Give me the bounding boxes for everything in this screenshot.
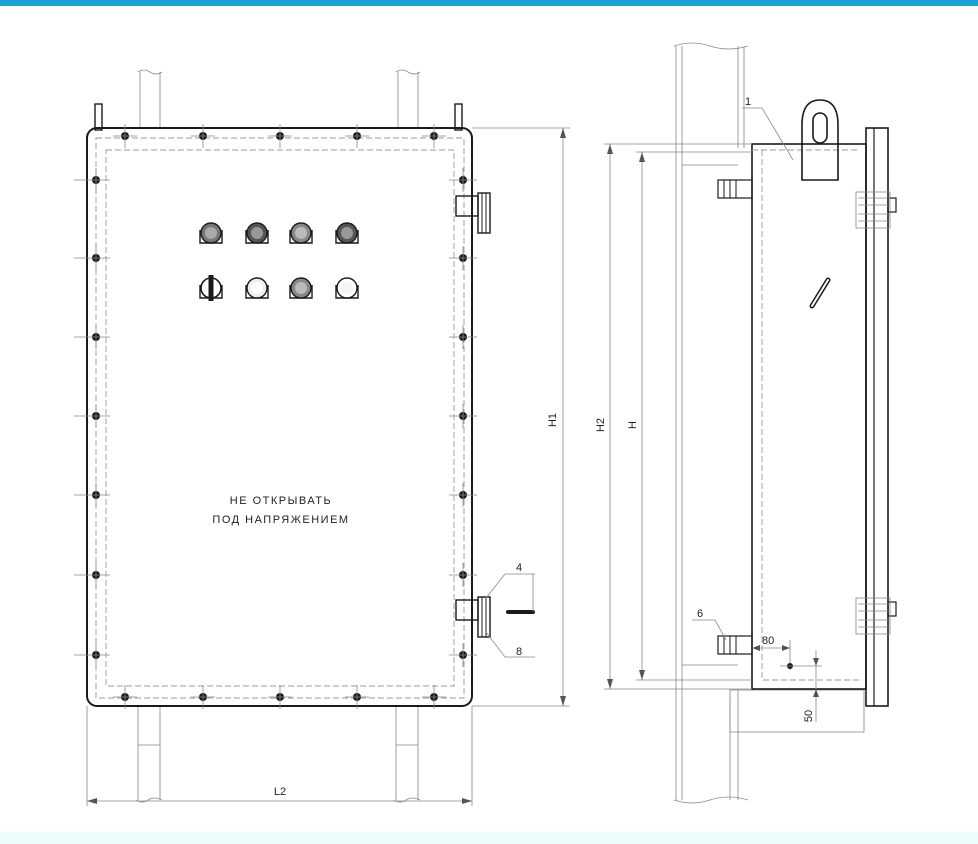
- enclosure-side-door: [865, 127, 889, 707]
- selector-switch: [199, 275, 223, 301]
- callout-6: 6: [692, 608, 727, 641]
- svg-text:H1: H1: [547, 413, 559, 427]
- indicator-lamps-row-2: [199, 275, 359, 301]
- bottom-bracket: [729, 689, 865, 733]
- side-mount-bolts: [717, 179, 753, 655]
- callout-8: 8: [485, 631, 535, 658]
- bolts-right-column: [449, 168, 477, 667]
- side-hinges: [855, 191, 897, 635]
- enclosure-side-body: [751, 143, 867, 690]
- bolts-left-column: [74, 168, 110, 667]
- top-left-tab: [94, 103, 103, 131]
- dimension-l2: L2: [86, 706, 473, 806]
- top-accent-bar: [0, 0, 978, 6]
- top-right-tab: [454, 103, 463, 131]
- svg-text:8: 8: [516, 646, 522, 658]
- wall-post: [673, 42, 749, 804]
- svg-text:80: 80: [762, 635, 774, 647]
- enclosure-inner-dashed-1: [95, 137, 465, 699]
- svg-text:4: 4: [516, 562, 522, 574]
- bolts-top-row: [113, 124, 446, 148]
- svg-text:H2: H2: [595, 418, 607, 432]
- callout-1: 1: [742, 96, 794, 161]
- dimension-h2: H2: [595, 143, 752, 690]
- dimension-h: H: [627, 151, 752, 681]
- dimension-50: 50: [803, 650, 819, 722]
- front-view: НЕ ОТКРЫВАТЬ ПОД НАПРЯЖЕНИЕМ H1 L2 4 8: [74, 69, 570, 806]
- bolts-bottom-row: [113, 685, 446, 709]
- mounting-posts-top: [137, 69, 421, 128]
- dimension-h1: H1: [472, 127, 570, 707]
- indicator-lamps-row-1: [199, 222, 359, 244]
- mounting-posts-bottom: [135, 706, 421, 803]
- svg-text:6: 6: [697, 608, 703, 620]
- svg-text:50: 50: [803, 710, 815, 722]
- callout-4: 4: [485, 562, 535, 612]
- bottom-tint-bar: [0, 832, 978, 844]
- svg-text:1: 1: [745, 96, 751, 108]
- warning-label-line-2: ПОД НАПРЯЖЕНИЕМ: [212, 514, 349, 526]
- svg-text:L2: L2: [274, 786, 286, 798]
- svg-text:H: H: [627, 421, 639, 429]
- dimension-80: 80: [752, 635, 822, 670]
- hinge-top: [455, 192, 491, 234]
- enclosure-outline: [86, 127, 473, 707]
- lifting-eye: [801, 99, 839, 181]
- hinge-bottom: [455, 596, 491, 638]
- side-view: H2 H 80 50 1 6: [595, 42, 897, 804]
- enclosure-inner-dashed-2: [105, 149, 455, 687]
- warning-label-line-1: НЕ ОТКРЫВАТЬ: [230, 495, 332, 507]
